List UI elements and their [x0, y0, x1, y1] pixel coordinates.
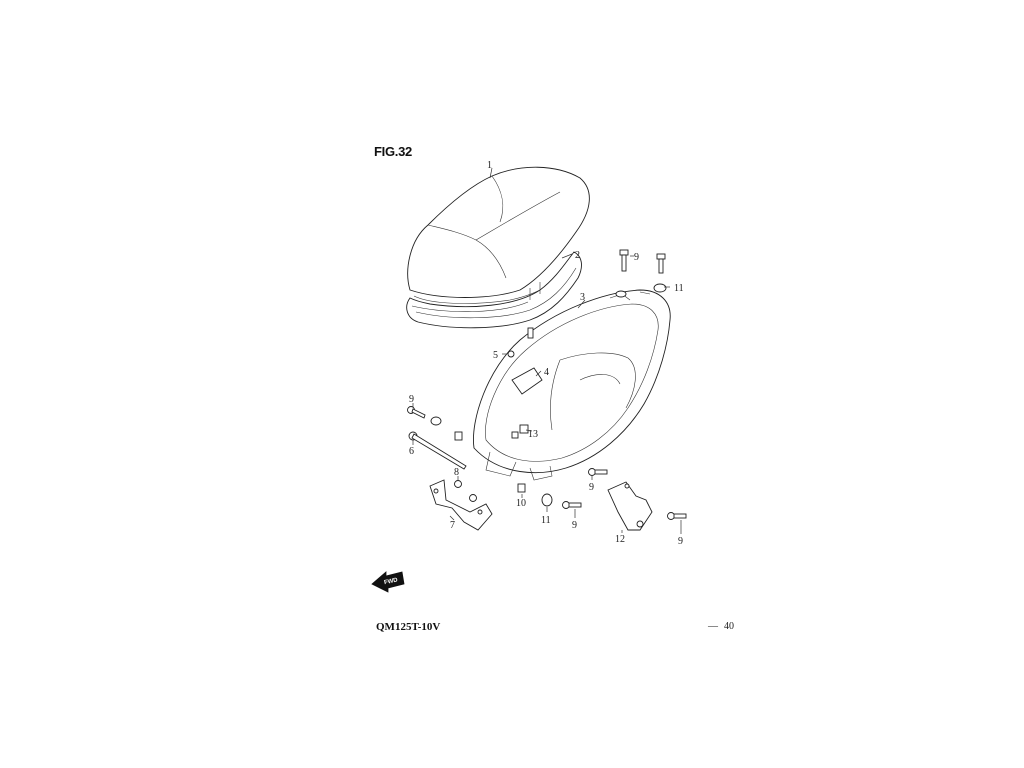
clip-part-13	[511, 424, 529, 439]
page-number: — 40	[708, 621, 734, 632]
bolt-part-9-top	[619, 249, 666, 274]
callout-7: 7	[450, 520, 455, 531]
callout-4: 4	[544, 367, 549, 378]
long-bolt-part-6	[408, 431, 467, 470]
bracket-part-7	[429, 479, 493, 531]
seat-part	[407, 166, 590, 304]
bolt-part-5	[507, 327, 534, 358]
callout-10: 10	[516, 498, 526, 509]
bolt-part-9-lower	[562, 468, 687, 520]
fwd-label: FWD	[384, 577, 399, 586]
callout-9-lower: 9	[572, 520, 577, 531]
plate-part	[511, 367, 543, 395]
seat-rim-part	[406, 251, 582, 329]
bolt-part-9-left	[407, 406, 442, 426]
callout-labels: 1 2 3 4 5 6 7 8 9 9 9 9 9 10 11 11 12 13	[409, 160, 684, 547]
page-dash: —	[708, 621, 718, 632]
model-number: QM125T-10V	[376, 621, 441, 633]
nut-part-8	[454, 480, 477, 502]
callout-8: 8	[454, 467, 459, 478]
callout-3: 3	[580, 292, 585, 303]
callout-9-mid: 9	[589, 482, 594, 493]
callout-2: 2	[575, 250, 580, 261]
leader-lines	[412, 167, 682, 534]
page-number-value: 40	[724, 621, 734, 632]
callout-9-top: 9	[634, 252, 639, 263]
washer-part-11-lower	[541, 493, 553, 507]
callout-9-right: 9	[678, 536, 683, 547]
figure-title: FIG.32	[374, 144, 412, 159]
callout-12: 12	[615, 534, 625, 545]
callout-11-lower: 11	[541, 515, 551, 526]
bracket-part-12	[607, 481, 653, 531]
callout-6: 6	[409, 446, 414, 457]
callout-5: 5	[493, 350, 498, 361]
callout-9-left: 9	[409, 394, 414, 405]
fwd-arrow-icon: FWD	[371, 571, 405, 593]
callout-1: 1	[487, 160, 492, 171]
washer-part-11-upper	[615, 283, 667, 298]
nut-part-10	[517, 483, 526, 493]
callout-11-upper: 11	[674, 283, 684, 294]
callout-13: 13	[528, 429, 538, 440]
